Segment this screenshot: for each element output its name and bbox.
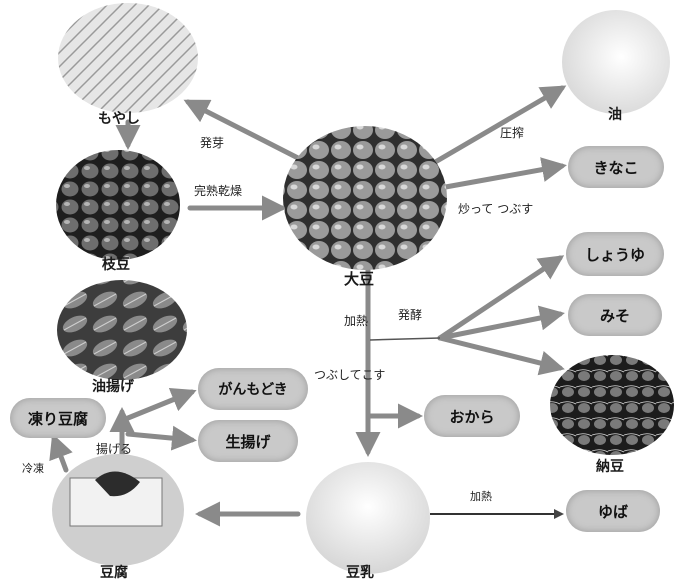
node-miso-label: みそ — [600, 305, 630, 326]
arrow-daizu-to-kinako — [440, 166, 562, 188]
node-tonyu-label: 豆乳 — [346, 562, 374, 582]
node-natto-label: 納豆 — [596, 456, 624, 476]
arrow-to-natto — [440, 338, 560, 368]
arrow-to-namaage — [128, 434, 192, 440]
node-daizu-label: 大豆 — [344, 268, 374, 289]
node-shoyu-label: しょうゆ — [585, 244, 645, 265]
node-kinako: きなこ — [568, 146, 664, 188]
node-okara: おから — [424, 395, 520, 437]
node-moyashi-image — [58, 3, 198, 113]
node-okara-label: おから — [449, 406, 494, 427]
edge-label-reito: 冷凍 — [22, 460, 44, 476]
node-edamame-image — [56, 150, 180, 260]
edge-label-kanetsu: 加熱 — [344, 312, 368, 329]
edge-label-hakko: 発酵 — [398, 306, 422, 323]
edge-label-kanjuku: 完熟乾燥 — [194, 182, 242, 199]
node-koridofu: 凍り豆腐 — [10, 398, 106, 438]
node-abura-label: 油 — [608, 104, 622, 124]
node-tonyu-image — [306, 462, 430, 574]
arrow-daizu-to-abura — [425, 88, 562, 168]
arrow-to-ganmodoki — [128, 392, 192, 418]
node-edamame-label: 枝豆 — [102, 254, 130, 274]
node-moyashi-label: もやし — [98, 108, 140, 128]
node-ganmodoki-label: がんもどき — [218, 379, 287, 399]
edge-label-ageru: 揚げる — [96, 440, 132, 457]
arrow-tofu-to-koridofu — [54, 438, 66, 470]
hakko-lines — [370, 338, 440, 340]
node-koridofu-label: 凍り豆腐 — [28, 408, 88, 429]
node-natto-image — [550, 355, 674, 455]
node-abura-image — [562, 10, 670, 114]
edge-label-kanetsu2: 加熱 — [470, 488, 492, 504]
node-shoyu: しょうゆ — [566, 232, 664, 276]
node-ganmodoki: がんもどき — [198, 368, 308, 410]
node-daizu-image — [283, 126, 447, 270]
node-namaage-label: 生揚げ — [225, 431, 270, 452]
node-tofu-image — [52, 454, 184, 566]
edge-label-itte-tsubusu: 炒って つぶす — [458, 200, 533, 217]
node-aburaage-label: 油揚げ — [92, 376, 134, 396]
node-aburaage-image — [57, 280, 187, 380]
node-tofu-label: 豆腐 — [100, 562, 128, 582]
node-miso: みそ — [568, 294, 662, 336]
node-yuba: ゆば — [566, 490, 660, 532]
edge-label-assaku: 圧搾 — [500, 124, 524, 141]
edge-label-tsubushite-kosu: つぶしてこす — [314, 366, 385, 383]
node-yuba-label: ゆば — [598, 501, 628, 522]
node-namaage: 生揚げ — [198, 420, 298, 462]
edge-label-hatsuga: 発芽 — [200, 134, 224, 151]
node-kinako-label: きなこ — [593, 157, 638, 178]
